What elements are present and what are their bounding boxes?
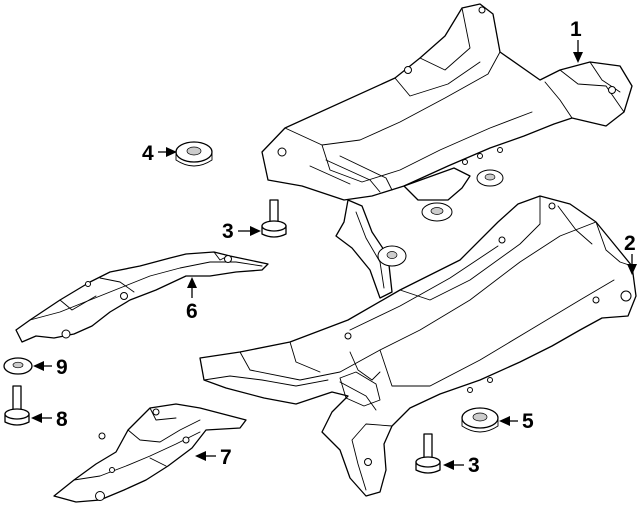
part-1-upper-seat-frame [261,3,633,299]
part-4-grommet [175,141,213,167]
svg-text:3: 3 [468,454,480,477]
svg-text:7: 7 [220,446,232,469]
callout-2: 2 [624,232,637,275]
svg-text:4: 4 [142,142,154,165]
callout-3-upper: 3 [222,220,261,243]
callout-3-lower: 3 [443,454,480,477]
callout-9: 9 [33,356,68,379]
svg-text:2: 2 [624,232,636,255]
callout-6: 6 [186,277,198,323]
svg-text:1: 1 [570,18,582,41]
part-3-bolt-lower [415,433,441,474]
svg-text:9: 9 [56,356,68,379]
part-8-bolt [4,385,30,426]
part-7-lower-shield [53,403,247,503]
part-9-washer [3,357,33,375]
svg-text:6: 6 [186,300,198,323]
part-2-lower-seat-frame [199,195,637,497]
callout-5: 5 [499,410,534,433]
svg-text:8: 8 [56,408,68,431]
svg-text:5: 5 [522,410,534,433]
callout-7: 7 [195,446,232,469]
callout-8: 8 [31,408,68,431]
callout-1: 1 [570,18,583,63]
part-3-bolt-upper [261,199,287,238]
part-6-upper-shield [15,251,269,343]
part-5-grommet [461,407,499,433]
svg-text:3: 3 [222,220,234,243]
callout-4: 4 [142,142,177,165]
